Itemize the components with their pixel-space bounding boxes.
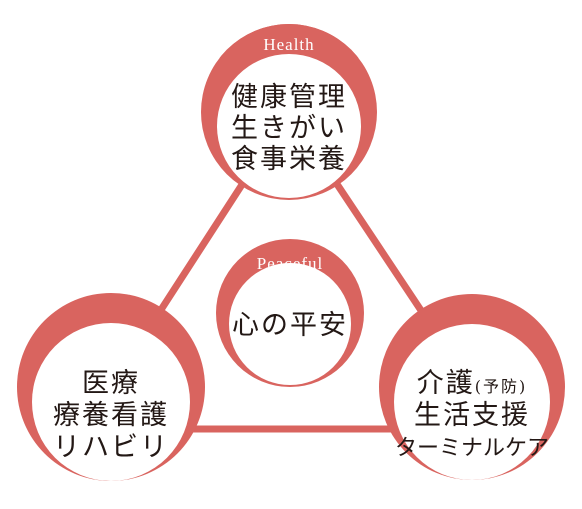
- node-medical-line-1: 医療: [82, 368, 140, 399]
- node-health-line-1: 健康管理: [231, 82, 347, 113]
- node-peaceful: Peaceful 心の平安: [216, 239, 364, 387]
- node-care-line-3: ターミナルケア: [395, 436, 549, 461]
- node-care: Care 介護(予防) 生活支援 ターミナルケア: [379, 294, 565, 480]
- node-peaceful-title: Peaceful: [257, 254, 324, 273]
- node-care-line-2: 生活支援: [414, 400, 530, 431]
- node-health-line-2: 生きがい: [231, 113, 347, 144]
- node-health-line-3: 食事栄養: [231, 144, 347, 175]
- node-care-line-1: 介護(予防): [417, 368, 528, 399]
- node-medical-title: Medical: [80, 326, 143, 345]
- node-medical-line-2: 療養看護: [53, 400, 169, 431]
- node-medical: Medical 医療 療養看護 リハビリ: [17, 293, 205, 481]
- node-care-line-1-main: 介護: [417, 368, 475, 399]
- node-health-title: Health: [263, 35, 314, 54]
- node-health: Health 健康管理 生きがい 食事栄養: [201, 24, 377, 200]
- node-care-line-1-note: (予防): [475, 377, 528, 396]
- node-care-title: Care: [454, 326, 490, 345]
- node-peaceful-line-1: 心の平安: [232, 310, 348, 341]
- node-medical-line-3: リハビリ: [53, 432, 169, 463]
